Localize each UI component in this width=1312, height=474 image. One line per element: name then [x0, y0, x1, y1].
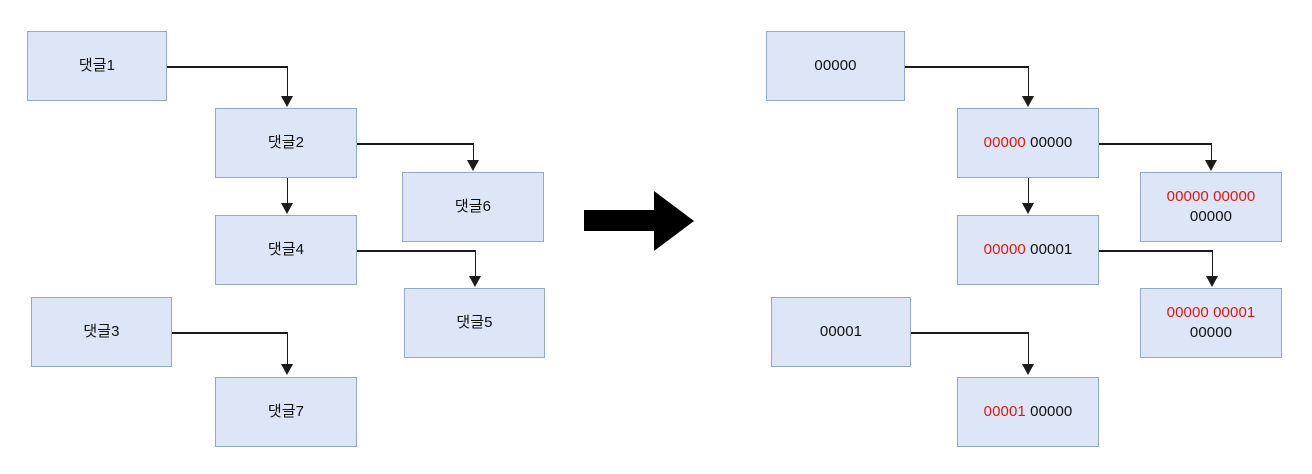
node-id-text: 00000 00001 00000 — [1167, 303, 1256, 343]
node-label: 댓글2 — [267, 134, 305, 152]
edge-r2-r4-vertical — [1027, 178, 1030, 204]
id-segment-parent: 00000 00000 — [1166, 188, 1256, 206]
edge-r4-r5-vertical — [1211, 250, 1214, 277]
edge-r2-r4-arrowhead — [1021, 203, 1034, 214]
edge-c1-c2-vertical — [286, 66, 289, 97]
edge-c2-c6-horizontal — [357, 143, 474, 145]
node-label: 댓글4 — [267, 241, 305, 259]
id-segment-self: 00001 — [1030, 241, 1073, 259]
edge-c2-c4-arrowhead — [280, 203, 293, 214]
edge-c4-c5-vertical — [474, 250, 477, 277]
node-id-text: 00001 — [820, 322, 862, 342]
converts-to-arrow-icon — [584, 191, 694, 251]
edge-r1-r2-arrowhead — [1021, 96, 1034, 107]
node-id-r6[interactable]: 00000 00000 00000 — [1140, 172, 1282, 242]
edge-r3-r7-horizontal — [911, 332, 1029, 334]
node-comment-6[interactable]: 댓글6 — [402, 172, 544, 242]
node-id-r1[interactable]: 00000 — [766, 31, 905, 101]
node-label: 댓글3 — [83, 323, 120, 341]
edge-r3-r7-vertical — [1027, 332, 1030, 365]
node-comment-3[interactable]: 댓글3 — [31, 297, 172, 367]
node-id-r5[interactable]: 00000 00001 00000 — [1140, 288, 1282, 358]
edge-c1-c2-arrowhead — [280, 96, 293, 107]
edge-c1-c2-horizontal — [167, 66, 288, 68]
arrow-head — [654, 191, 694, 251]
id-segment-root: 00000 — [814, 57, 857, 75]
edge-c2-c4-vertical — [286, 178, 289, 204]
node-label: 댓글7 — [267, 403, 305, 421]
id-segment-root: 00001 — [819, 323, 863, 341]
node-id-text: 00000 00000 00000 — [1167, 187, 1256, 227]
edge-r1-r2-horizontal — [905, 66, 1029, 68]
id-segment-self: 00000 — [1189, 324, 1233, 341]
edge-c3-c7-vertical — [286, 332, 289, 365]
edge-r2-r6-vertical — [1210, 143, 1213, 161]
edge-c4-c5-horizontal — [357, 250, 475, 252]
edge-r4-r5-arrowhead — [1205, 276, 1218, 287]
edge-c3-c7-arrowhead — [280, 364, 293, 375]
edge-c2-c6-vertical — [472, 143, 475, 161]
edge-r2-r6-horizontal — [1099, 143, 1212, 145]
id-segment-self: 00000 — [1189, 208, 1233, 225]
edge-c2-c6-arrowhead — [466, 160, 479, 171]
id-segment-parent: 00000 — [983, 241, 1026, 259]
id-segment-self: 00000 — [1030, 134, 1073, 152]
id-segment-self: 00000 — [1030, 403, 1073, 421]
node-comment-2[interactable]: 댓글2 — [215, 108, 357, 178]
node-id-r3[interactable]: 00001 — [771, 297, 911, 367]
node-id-r2[interactable]: 00000 00000 — [957, 108, 1099, 178]
node-id-text: 00000 00000 — [984, 133, 1073, 153]
edge-r2-r6-arrowhead — [1204, 160, 1217, 171]
id-segment-parent: 00001 — [983, 403, 1026, 421]
edge-r1-r2-vertical — [1027, 66, 1030, 97]
id-segment-parent: 00000 00001 — [1166, 304, 1256, 322]
id-segment-parent: 00000 — [983, 134, 1026, 152]
node-label: 댓글6 — [454, 198, 492, 216]
node-id-text: 00000 00001 — [984, 240, 1073, 260]
node-id-text: 00001 00000 — [984, 402, 1073, 422]
edge-c3-c7-horizontal — [172, 332, 288, 334]
node-id-r4[interactable]: 00000 00001 — [957, 215, 1099, 285]
edge-r3-r7-arrowhead — [1021, 364, 1034, 375]
node-label: 댓글5 — [456, 314, 493, 332]
node-comment-1[interactable]: 댓글1 — [27, 31, 167, 101]
node-comment-4[interactable]: 댓글4 — [215, 215, 357, 285]
node-label: 댓글1 — [78, 57, 116, 75]
edge-c4-c5-arrowhead — [468, 276, 481, 287]
node-id-r7[interactable]: 00001 00000 — [957, 377, 1099, 447]
edge-r4-r5-horizontal — [1099, 250, 1213, 252]
node-comment-7[interactable]: 댓글7 — [215, 377, 357, 447]
node-id-text: 00000 — [814, 56, 856, 76]
node-comment-5[interactable]: 댓글5 — [404, 288, 545, 358]
arrow-shaft — [584, 210, 656, 231]
